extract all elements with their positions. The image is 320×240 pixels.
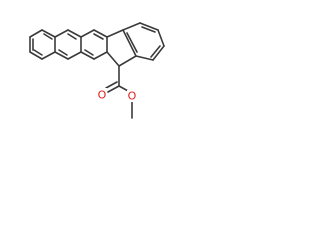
molecule-drawing: O O <box>29 22 165 119</box>
molecule-canvas: O O <box>0 0 212 143</box>
left-benzene-ring <box>29 29 56 60</box>
right-benzene-ring <box>80 29 108 60</box>
five-membered-ring <box>106 29 137 67</box>
far-right-benzene-ring <box>122 22 165 61</box>
ester-oxygen-label: O <box>128 90 137 103</box>
ester-group <box>105 65 133 119</box>
carbonyl-oxygen-atom: O <box>97 88 107 102</box>
carbonyl-oxygen-label: O <box>98 89 107 102</box>
ester-oxygen-atom: O <box>127 90 137 103</box>
middle-benzene-ring <box>54 29 82 60</box>
